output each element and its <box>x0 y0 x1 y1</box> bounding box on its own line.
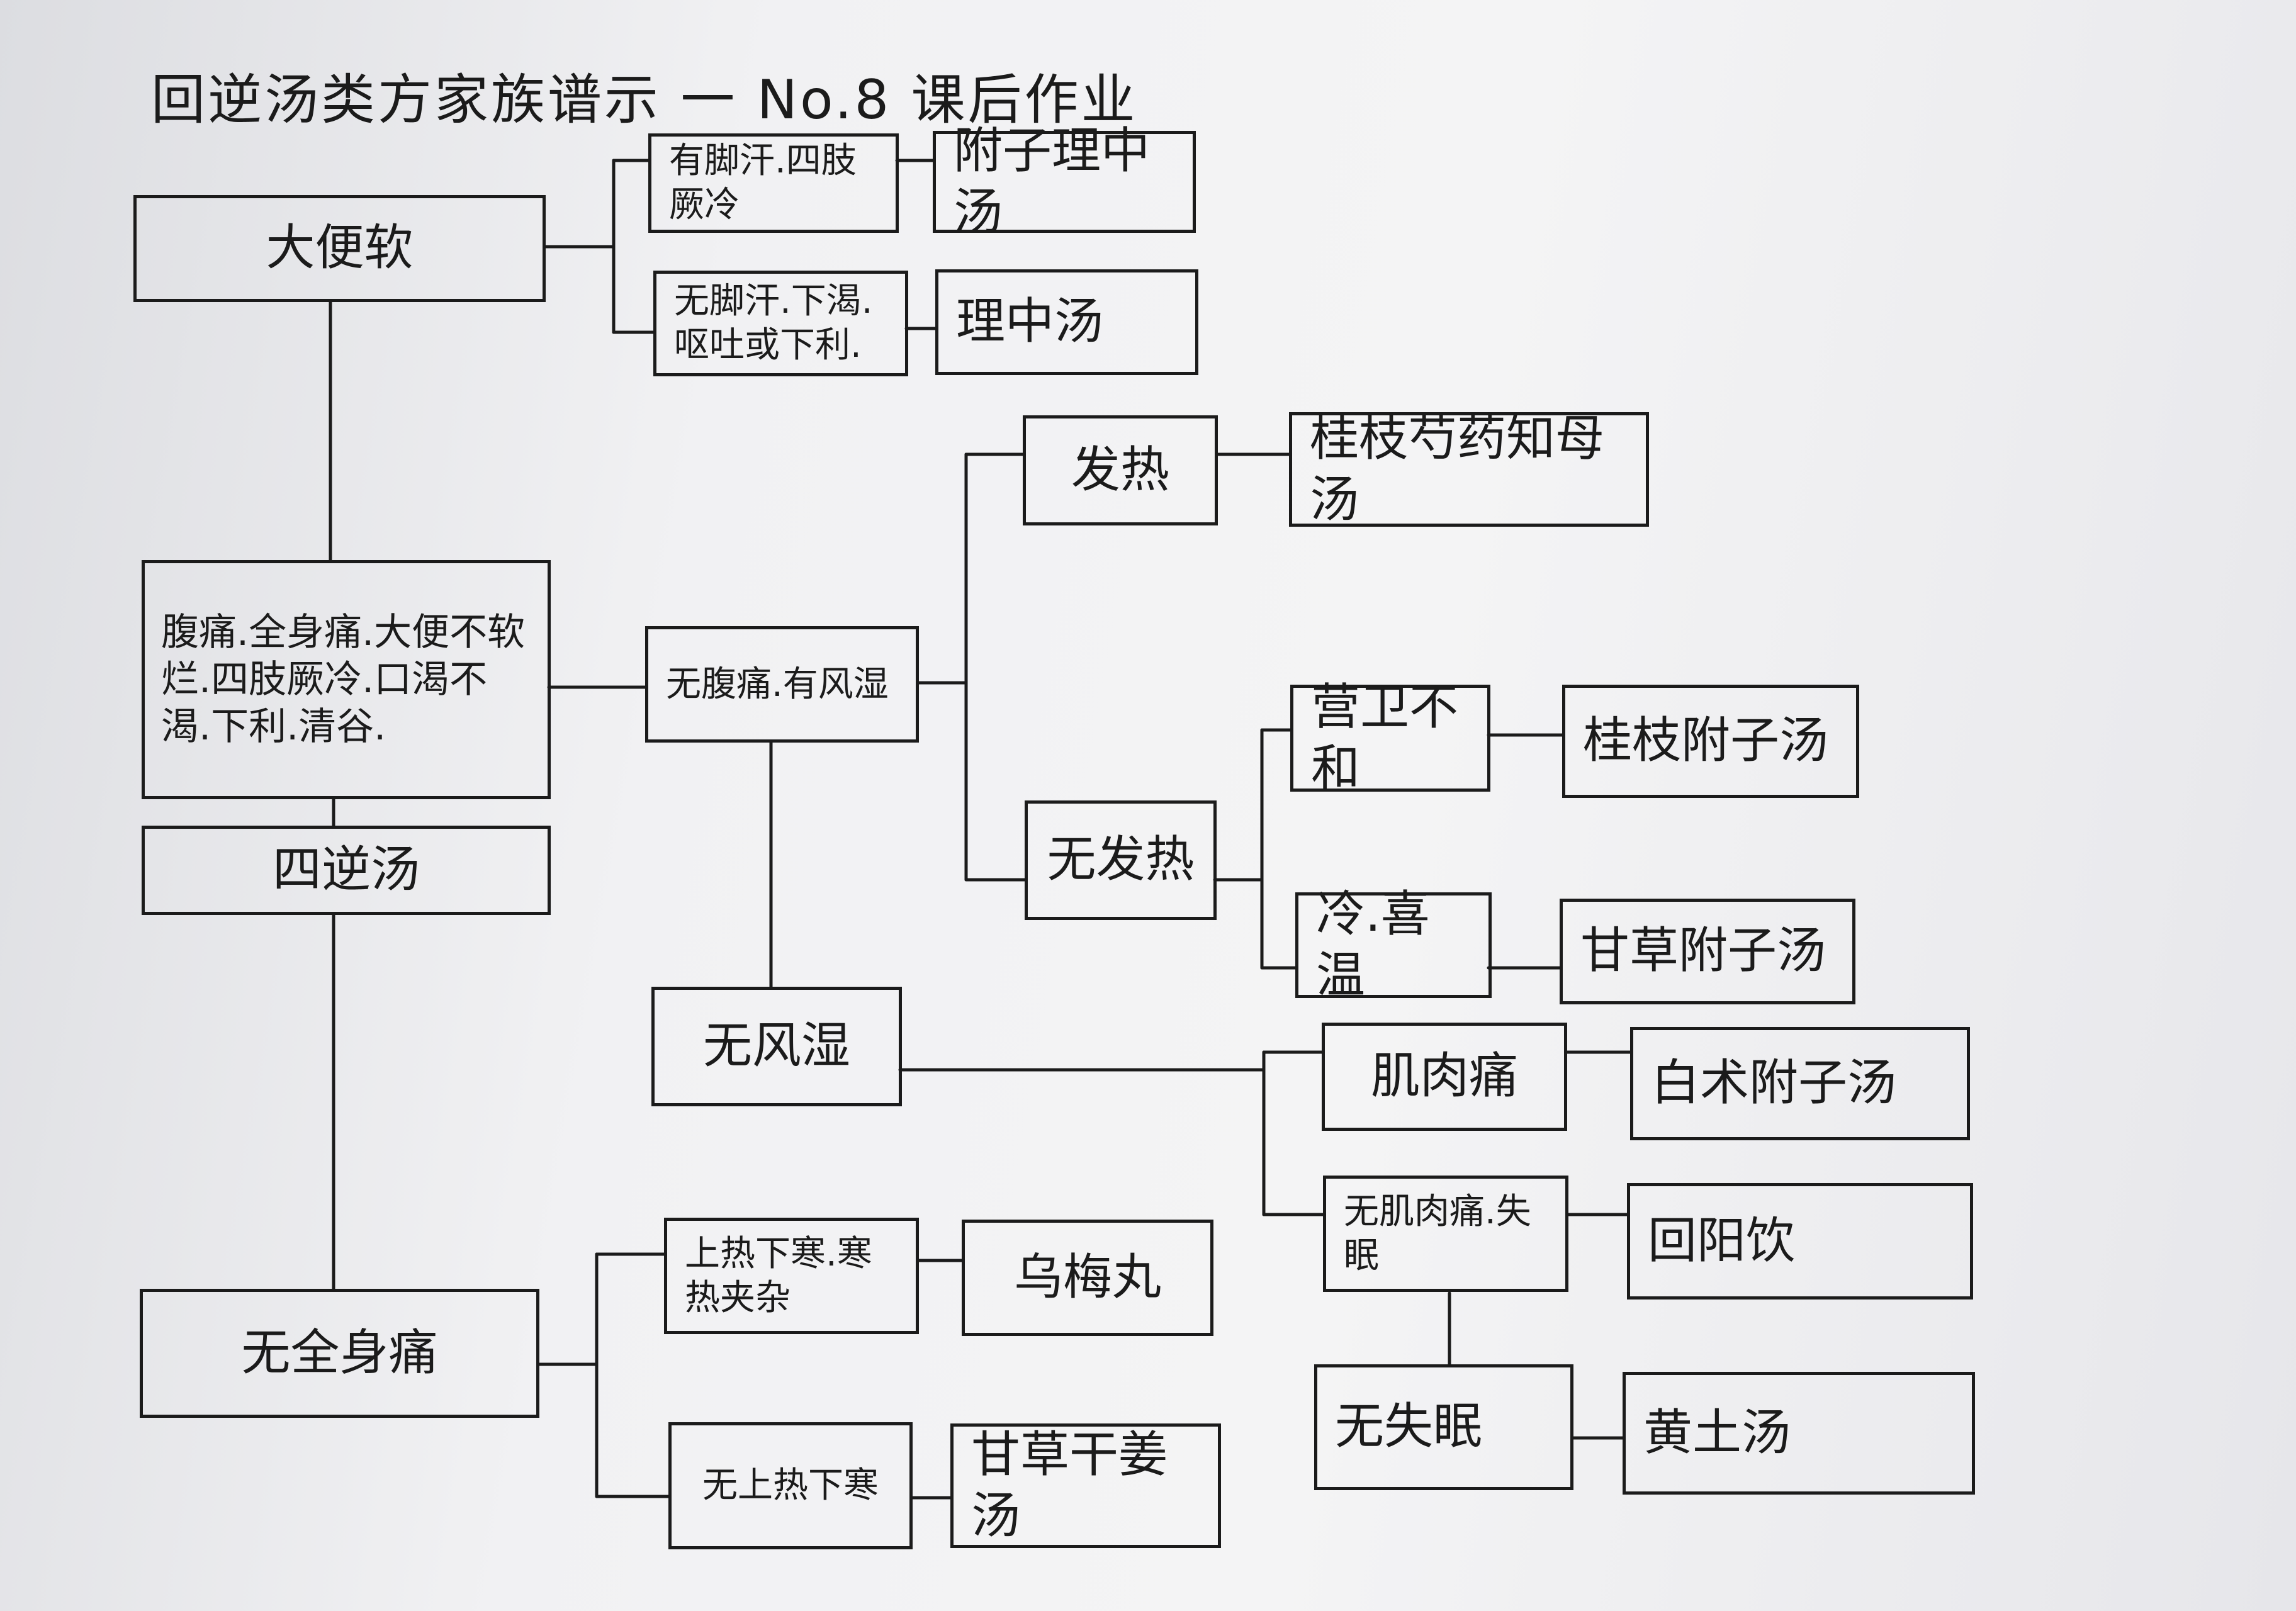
node-label: 无上热下寒 <box>702 1465 879 1506</box>
node-label: 无风湿 <box>702 1018 850 1075</box>
node-label: 无肌肉痛.失眠 <box>1344 1191 1531 1276</box>
node-wu-shimian: 无失眠 <box>1314 1364 1573 1490</box>
node-label: 无失眠 <box>1335 1398 1483 1456</box>
node-dabian-ruan: 大便软 <box>133 195 546 302</box>
node-huangtu: 黄土汤 <box>1623 1372 1975 1495</box>
node-label: 无发热 <box>1047 831 1195 889</box>
node-label: 腹痛.全身痛.大便不软烂.四肢厥冷.口渴不渴.下利.清谷. <box>161 610 526 749</box>
node-label: 黄土汤 <box>1643 1404 1791 1461</box>
node-gancao-fuzi: 甘草附子汤 <box>1560 899 1855 1004</box>
node-label: 发热 <box>1071 441 1169 498</box>
node-label: 附子理中汤 <box>954 122 1151 241</box>
node-label: 甘草附子汤 <box>1580 923 1826 980</box>
node-sini: 四逆汤 <box>142 826 551 915</box>
node-label: 营卫不和 <box>1311 678 1459 797</box>
node-label: 白术附子汤 <box>1651 1055 1897 1112</box>
node-shangre: 上热下寒.寒热夹杂 <box>664 1218 919 1334</box>
node-wu-jirou: 无肌肉痛.失眠 <box>1323 1176 1568 1292</box>
node-lizhong: 理中汤 <box>935 269 1198 375</box>
node-wu-shangre: 无上热下寒 <box>668 1422 913 1549</box>
node-label: 无腹痛.有风湿 <box>666 663 889 705</box>
node-label: 无脚汗.下渴.呕吐或下利. <box>674 281 873 366</box>
node-guizhi-shaoyao: 桂枝芍药知母汤 <box>1289 410 1649 528</box>
node-gancao-ganjiang: 甘草干姜汤 <box>950 1423 1221 1548</box>
node-jirou-tong: 肌肉痛 <box>1322 1023 1567 1131</box>
node-wu-quanshen: 无全身痛 <box>140 1289 539 1418</box>
node-main-symptoms: 腹痛.全身痛.大便不软烂.四肢厥冷.口渴不渴.下利.清谷. <box>142 560 551 799</box>
node-yingwei: 营卫不和 <box>1290 679 1490 797</box>
node-label: 四逆汤 <box>272 841 420 899</box>
node-label: 甘草干姜汤 <box>971 1426 1168 1545</box>
node-fare: 发热 <box>1023 415 1218 525</box>
node-label: 回阳饮 <box>1648 1212 1796 1269</box>
node-label: 冷.喜温 <box>1316 885 1430 1004</box>
node-wu-fengshi: 无风湿 <box>651 987 902 1106</box>
node-label: 上热下寒.寒热夹杂 <box>685 1233 872 1318</box>
node-label: 桂枝芍药知母汤 <box>1310 410 1605 529</box>
page-title: 回逆汤类方家族谱示 一 No.8 课后作业 <box>151 69 1138 132</box>
node-label: 理中汤 <box>956 293 1104 351</box>
node-wu-fare: 无发热 <box>1025 800 1217 920</box>
node-leng-xiwen: 冷.喜温 <box>1295 886 1492 1004</box>
node-baizhu-fuzi: 白术附子汤 <box>1630 1027 1970 1140</box>
node-wumei: 乌梅丸 <box>962 1220 1213 1336</box>
node-label: 大便软 <box>266 220 414 277</box>
node-label: 桂枝附子汤 <box>1583 712 1829 770</box>
node-wu-futong: 无腹痛.有风湿 <box>645 626 919 743</box>
node-huiyang: 回阳饮 <box>1627 1183 1973 1299</box>
node-wu-jiaohan: 无脚汗.下渴.呕吐或下利. <box>653 271 908 376</box>
node-label: 肌肉痛 <box>1370 1048 1518 1105</box>
node-you-jiaohan: 有脚汗.四肢厥冷 <box>648 133 899 233</box>
node-fuzi-lizhong: 附子理中汤 <box>933 123 1196 240</box>
node-label: 无全身痛 <box>241 1324 438 1381</box>
node-label: 有脚汗.四肢厥冷 <box>669 140 857 225</box>
node-label: 乌梅丸 <box>1013 1249 1161 1306</box>
node-guizhi-fuzi: 桂枝附子汤 <box>1562 685 1859 798</box>
